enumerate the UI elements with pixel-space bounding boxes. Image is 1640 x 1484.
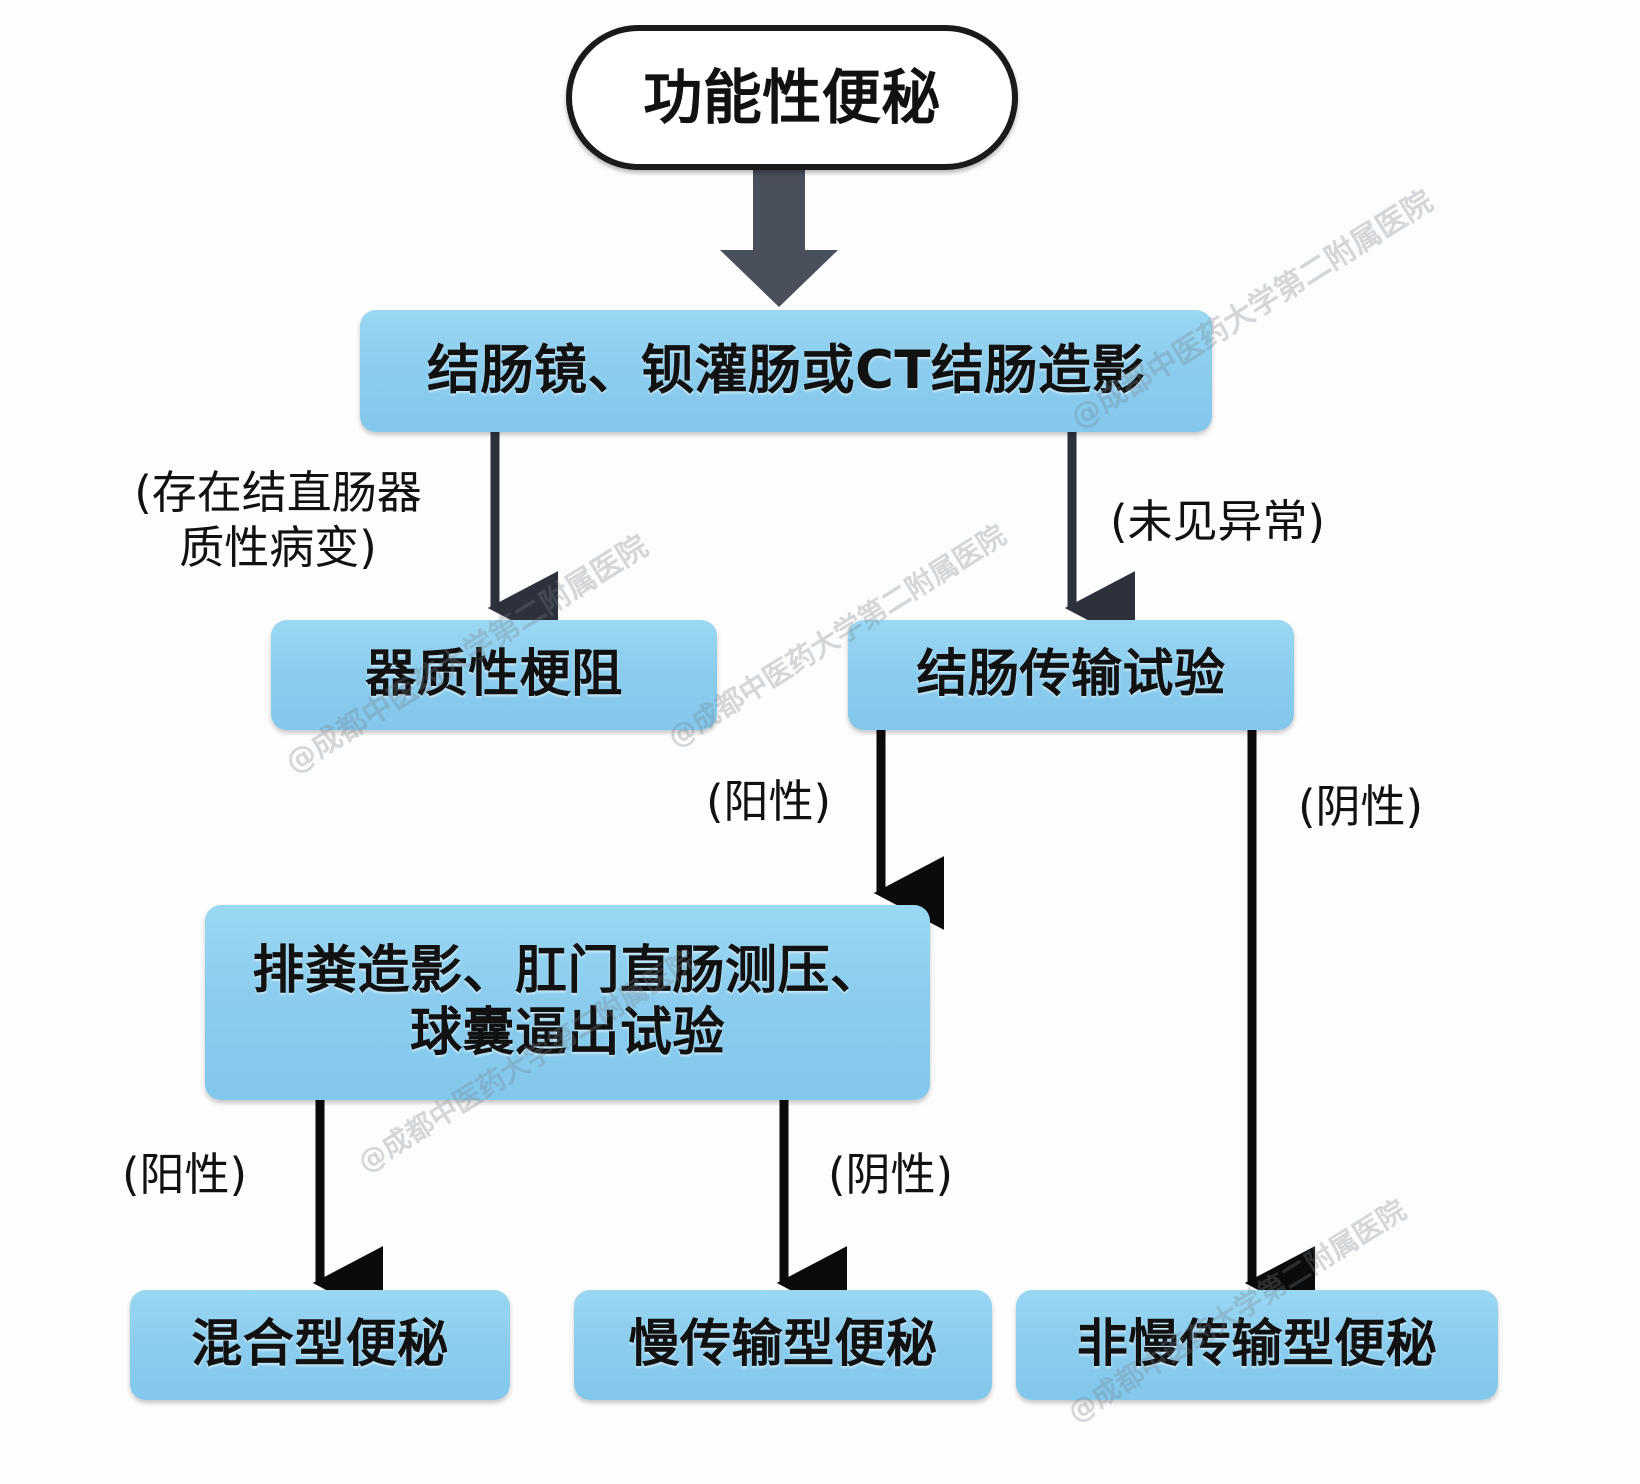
edge-root-to-imaging [720,168,838,307]
node-non-slow-transit-constipation[interactable]: 非慢传输型便秘 [1016,1290,1498,1400]
node-mixed-constipation[interactable]: 混合型便秘 [130,1290,510,1400]
node-anorectal-tests[interactable]: 排粪造影、肛门直肠测压、 球囊逼出试验 [205,905,930,1100]
node-mixed-label: 混合型便秘 [191,1314,449,1374]
node-organic-obstruction[interactable]: 器质性梗阻 [271,620,717,730]
edge-label-anorectal-positive: (阳性) [122,1148,248,1201]
node-slow-transit-constipation[interactable]: 慢传输型便秘 [574,1290,992,1400]
node-transit-label: 结肠传输试验 [916,644,1226,704]
node-colon-transit-test[interactable]: 结肠传输试验 [848,620,1294,730]
node-nonslow-label: 非慢传输型便秘 [1076,1314,1438,1374]
node-anorectal-label: 排粪造影、肛门直肠测压、 球囊逼出试验 [252,941,883,1063]
node-obstruction-label: 器质性梗阻 [365,644,623,704]
edge-label-transit-negative: (阴性) [1298,780,1424,833]
edge-label-transit-positive: (阳性) [706,775,832,828]
node-slow-label: 慢传输型便秘 [628,1314,938,1374]
edge-label-anorectal-negative: (阴性) [828,1148,954,1201]
node-root-label: 功能性便秘 [643,62,941,132]
edge-label-no-abnormality: (未见异常) [1110,495,1326,548]
node-root-functional-constipation[interactable]: 功能性便秘 [566,25,1018,170]
edge-label-organic-lesion: (存在结直肠器 质性病变) [134,466,422,574]
node-imaging-workup[interactable]: 结肠镜、钡灌肠或CT结肠造影 [360,310,1212,432]
node-imaging-label: 结肠镜、钡灌肠或CT结肠造影 [426,339,1146,401]
